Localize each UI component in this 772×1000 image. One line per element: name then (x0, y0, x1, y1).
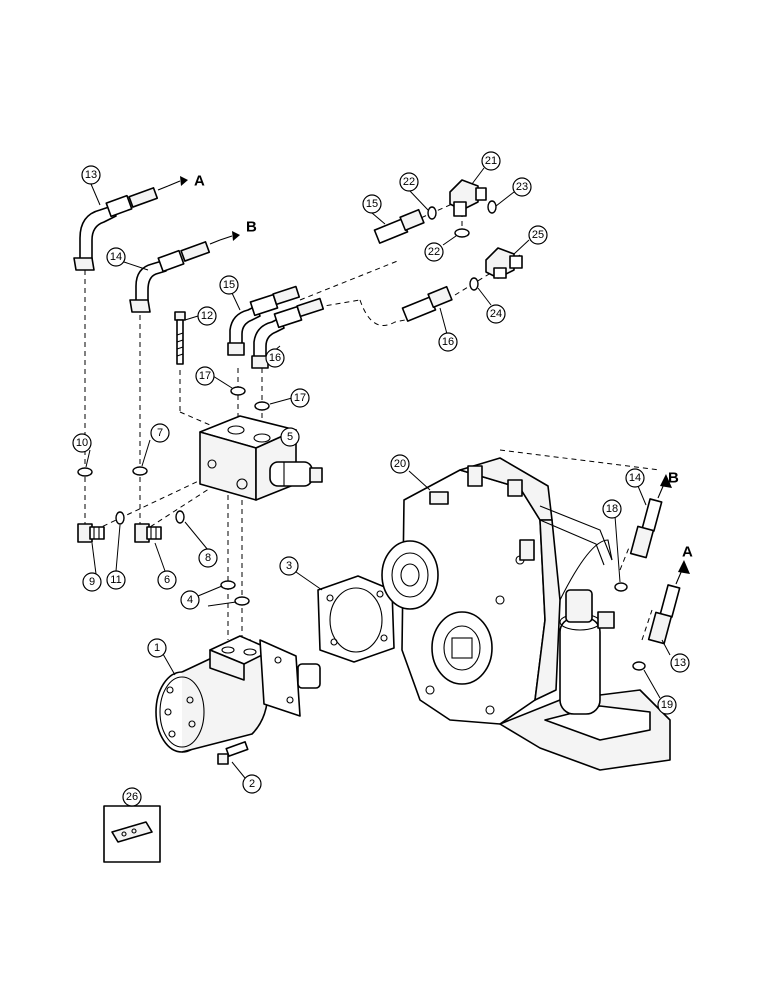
svg-text:17: 17 (294, 392, 306, 404)
callout-4: 4 (180, 590, 200, 610)
svg-text:15: 15 (366, 198, 378, 210)
flow-label-a-top: A (194, 173, 205, 190)
svg-text:14: 14 (629, 472, 641, 484)
flow-label-a-right: A (682, 544, 693, 561)
plate-kit-26[interactable] (103, 805, 161, 863)
callout-20: 20 (390, 454, 410, 474)
callout-12: 12 (197, 306, 217, 326)
hydraulic-motor-1[interactable] (155, 635, 321, 753)
svg-text:5: 5 (287, 431, 293, 443)
svg-text:26: 26 (126, 791, 138, 803)
o-rings-left[interactable] (77, 386, 270, 606)
hose-16-center[interactable] (251, 297, 325, 369)
callout-21: 21 (481, 151, 501, 171)
gasket-3[interactable] (317, 575, 395, 663)
svg-text:8: 8 (205, 552, 211, 564)
svg-text:10: 10 (76, 437, 88, 449)
svg-text:18: 18 (606, 503, 618, 515)
svg-text:16: 16 (269, 352, 281, 364)
callout-13b: 13 (670, 653, 690, 673)
callout-8: 8 (198, 548, 218, 568)
callout-22b: 22 (424, 242, 444, 262)
svg-text:14: 14 (110, 251, 122, 263)
o-rings-top-right[interactable] (427, 200, 497, 291)
svg-text:24: 24 (490, 308, 502, 320)
bolt-2[interactable] (217, 741, 249, 765)
callout-24: 24 (486, 304, 506, 324)
svg-text:22: 22 (428, 246, 440, 258)
flow-arrows-right: B A (660, 470, 693, 574)
callout-18: 18 (602, 499, 622, 519)
valve-block-5[interactable] (199, 415, 323, 501)
svg-text:4: 4 (187, 594, 193, 606)
o-ring-19[interactable] (632, 661, 646, 671)
hose-14-right[interactable] (629, 483, 665, 559)
hose-15-right[interactable] (373, 208, 425, 244)
hose-13-upper[interactable] (73, 185, 169, 271)
flow-arrows-top: A B (167, 173, 257, 241)
svg-text:13: 13 (85, 169, 97, 181)
callout-23: 23 (512, 177, 532, 197)
callout-15b: 15 (362, 194, 382, 214)
callout-2: 2 (242, 774, 262, 794)
callout-10: 10 (72, 433, 92, 453)
callout-6: 6 (157, 570, 177, 590)
svg-text:3: 3 (286, 560, 292, 572)
svg-text:20: 20 (394, 458, 406, 470)
callout-17a: 17 (195, 366, 215, 386)
elbow-fitting-6[interactable] (134, 523, 162, 543)
callout-9: 9 (82, 572, 102, 592)
elbow-fitting-9[interactable] (77, 523, 105, 543)
svg-text:17: 17 (199, 370, 211, 382)
hose-15-center[interactable] (227, 285, 301, 356)
svg-text:7: 7 (157, 427, 163, 439)
svg-text:16: 16 (442, 336, 454, 348)
callout-16b: 16 (438, 332, 458, 352)
svg-text:25: 25 (532, 229, 544, 241)
svg-text:12: 12 (201, 310, 213, 322)
o-ring-18[interactable] (614, 582, 628, 592)
svg-text:15: 15 (223, 279, 235, 291)
svg-text:13: 13 (674, 657, 686, 669)
svg-text:11: 11 (110, 574, 121, 586)
svg-text:9: 9 (89, 576, 95, 588)
svg-text:6: 6 (164, 574, 170, 586)
hose-14-upper[interactable] (129, 239, 221, 313)
svg-text:19: 19 (661, 699, 673, 711)
callout-19: 19 (657, 695, 677, 715)
hose-16-right[interactable] (401, 285, 453, 322)
svg-text:21: 21 (485, 155, 497, 167)
gearbox-housing-20[interactable] (381, 457, 671, 771)
callout-16a: 16 (265, 348, 285, 368)
tee-fitting-25[interactable] (485, 247, 523, 279)
tee-fitting-21[interactable] (449, 179, 487, 217)
bolt-12[interactable] (174, 311, 186, 365)
callout-17b: 17 (290, 388, 310, 408)
callout-15a: 15 (219, 275, 239, 295)
callout-11: 11 (106, 570, 126, 590)
hose-13-right[interactable] (647, 569, 683, 645)
callout-22a: 22 (399, 172, 419, 192)
callout-3: 3 (279, 556, 299, 576)
callout-5: 5 (280, 427, 300, 447)
svg-text:23: 23 (516, 181, 528, 193)
svg-text:2: 2 (249, 778, 255, 790)
callout-14b: 14 (625, 468, 645, 488)
callout-1: 1 (147, 638, 167, 658)
callout-14a: 14 (106, 247, 126, 267)
callout-25: 25 (528, 225, 548, 245)
svg-text:22: 22 (403, 176, 415, 188)
callout-7: 7 (150, 423, 170, 443)
flow-label-b-right: B (668, 470, 679, 487)
callout-26: 26 (122, 787, 142, 807)
svg-text:1: 1 (154, 642, 160, 654)
flow-label-b-top: B (246, 219, 257, 236)
callout-13a: 13 (81, 165, 101, 185)
